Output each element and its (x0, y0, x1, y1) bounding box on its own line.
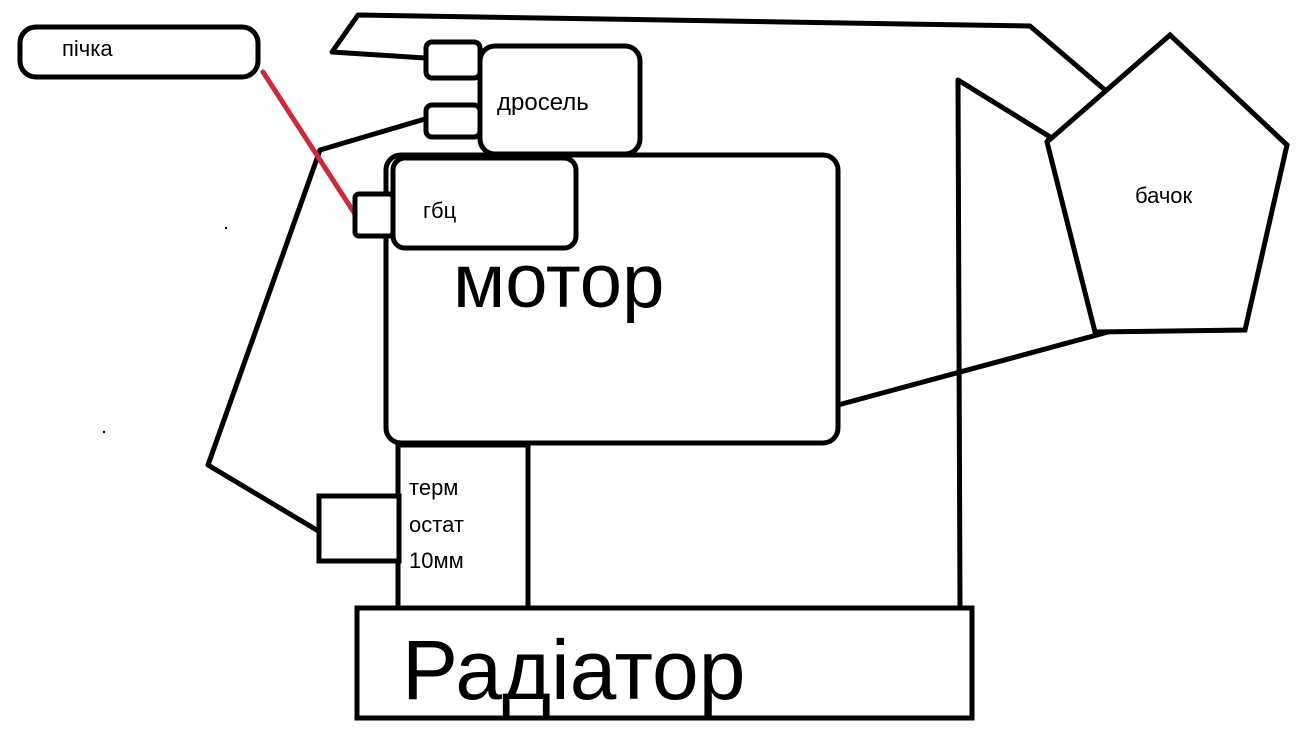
hose-top-loop (329, 12, 1115, 99)
stray-dot (224, 226, 228, 230)
tank-label: бачок (1135, 183, 1193, 208)
radiator-shape (354, 605, 975, 721)
head-fitting (352, 191, 396, 239)
thermostat-label-line2: остат (409, 512, 464, 537)
head-label: гбц (423, 198, 457, 223)
stray-dot (102, 430, 106, 434)
tank-shape (1044, 31, 1290, 335)
throttle-label: дросель (497, 89, 589, 116)
throttle-fitting-bottom (423, 102, 483, 140)
throttle-fitting-top (423, 39, 483, 81)
thermostat-label-line1: терм (409, 475, 459, 500)
radiator-label: Радіатор (402, 623, 746, 717)
thermostat-label-line3: 10мм (409, 548, 464, 573)
stove-hose (260, 69, 358, 217)
hose-throttle-to-thermostat (205, 116, 428, 535)
stove-label: пічка (62, 36, 113, 61)
thermostat-shape (395, 442, 531, 611)
hose-right-return (955, 77, 1058, 609)
engine-label: мотор (453, 239, 665, 324)
hose-engine-to-tank (835, 329, 1111, 408)
head-shape (390, 155, 579, 251)
thermostat-fitting (316, 493, 402, 564)
throttle-shape (477, 43, 643, 157)
stove-shape (17, 24, 261, 80)
